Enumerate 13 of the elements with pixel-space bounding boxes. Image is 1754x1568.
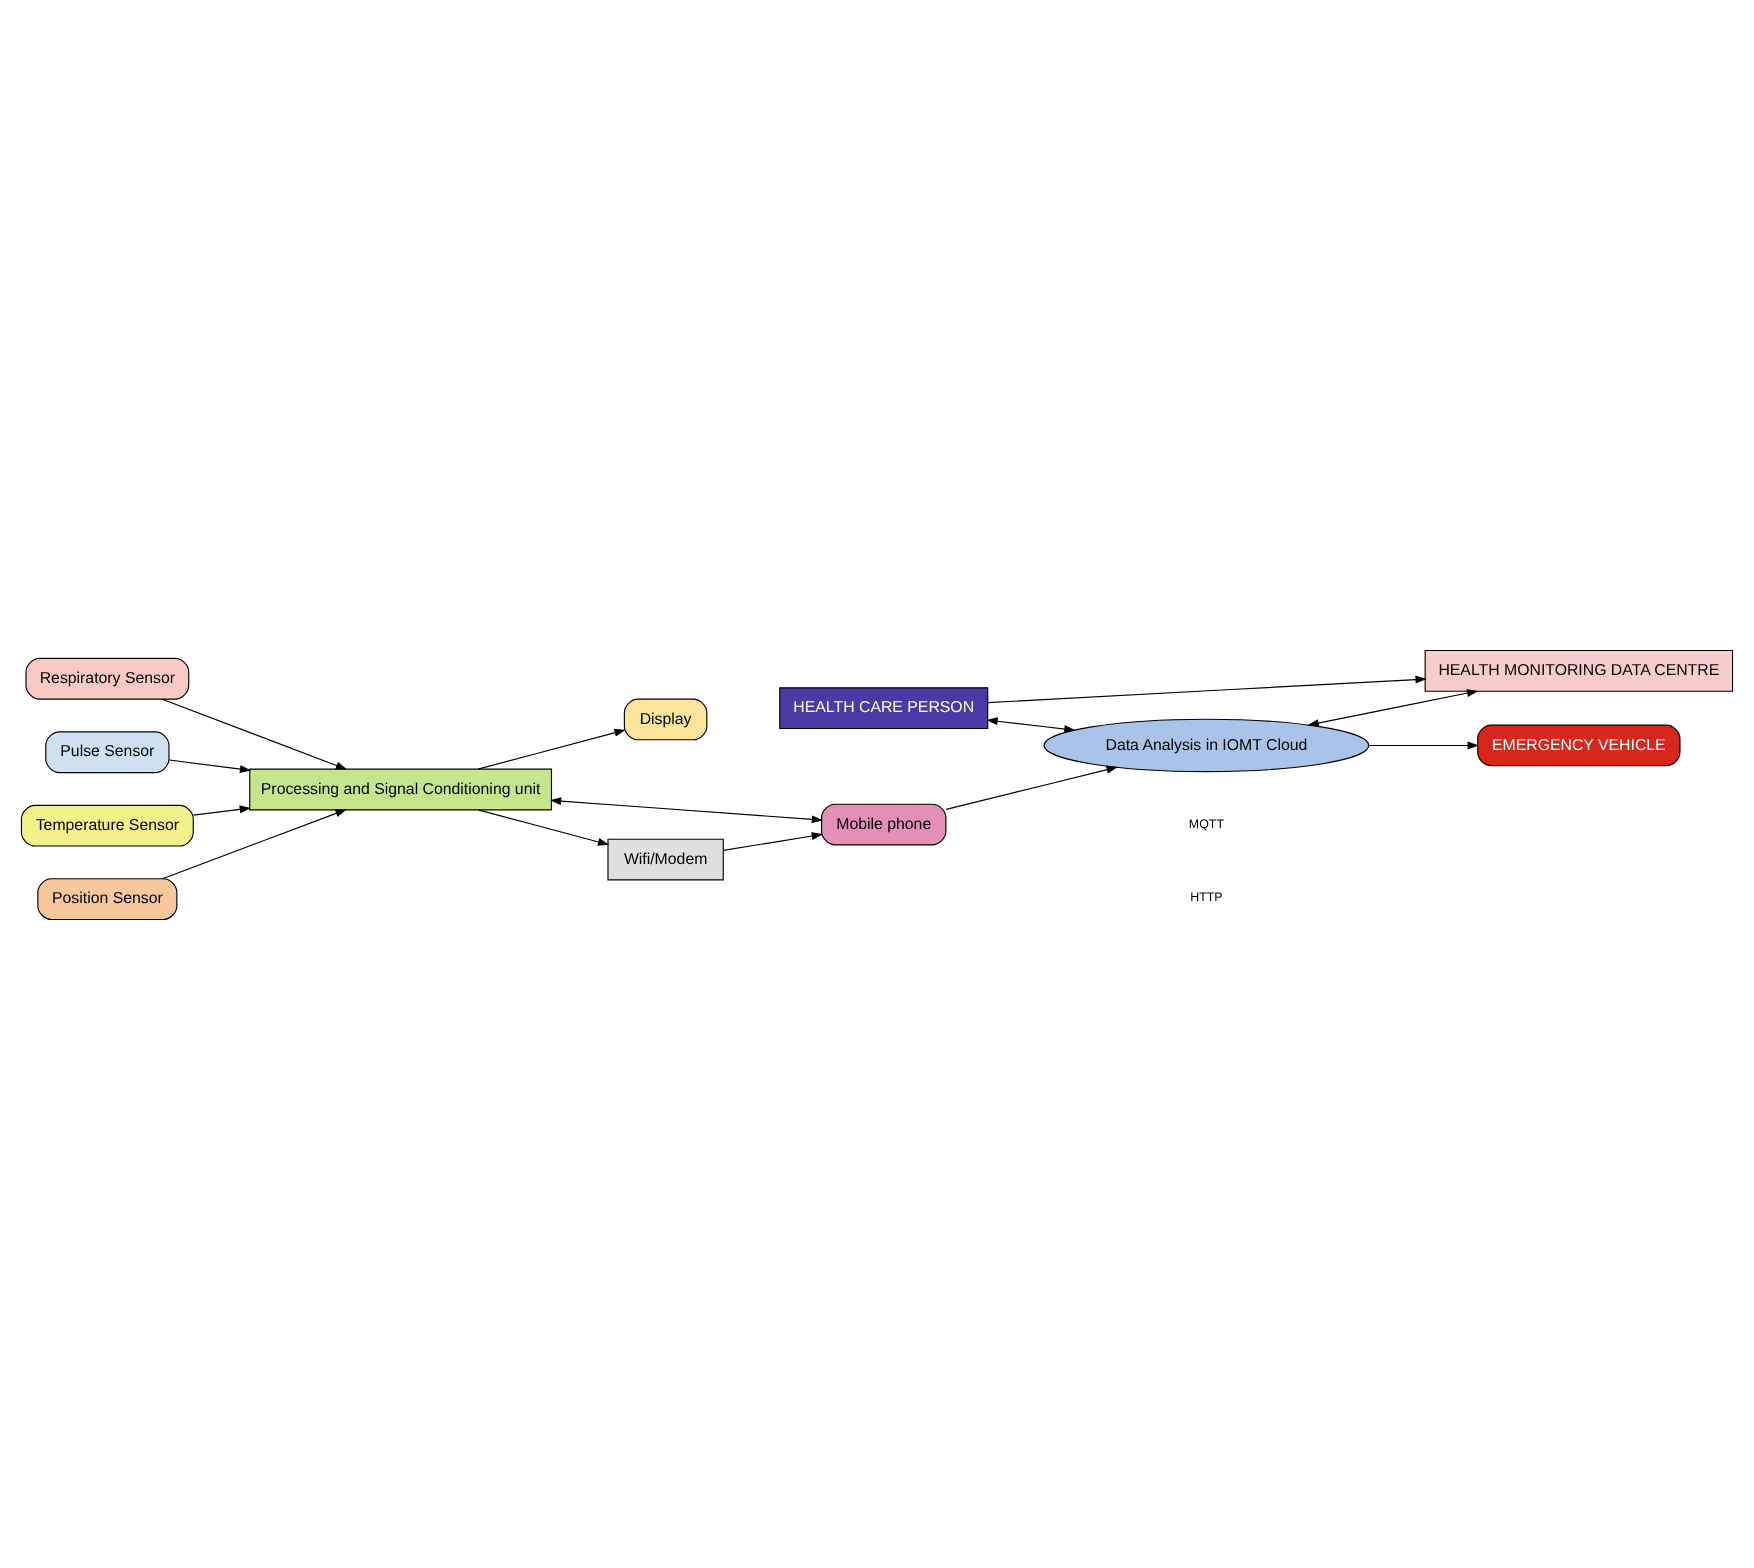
arrow	[722, 831, 824, 850]
arrow	[987, 674, 1427, 703]
arrow	[1307, 688, 1479, 726]
arrow	[162, 808, 347, 879]
arrow	[477, 727, 626, 769]
arrow	[1368, 740, 1479, 749]
arrow	[986, 716, 1076, 732]
arrow	[168, 758, 252, 772]
arrow	[549, 796, 824, 823]
arrow	[477, 808, 610, 845]
arrow	[945, 764, 1118, 809]
arrow	[161, 697, 348, 769]
arrow	[192, 804, 251, 815]
